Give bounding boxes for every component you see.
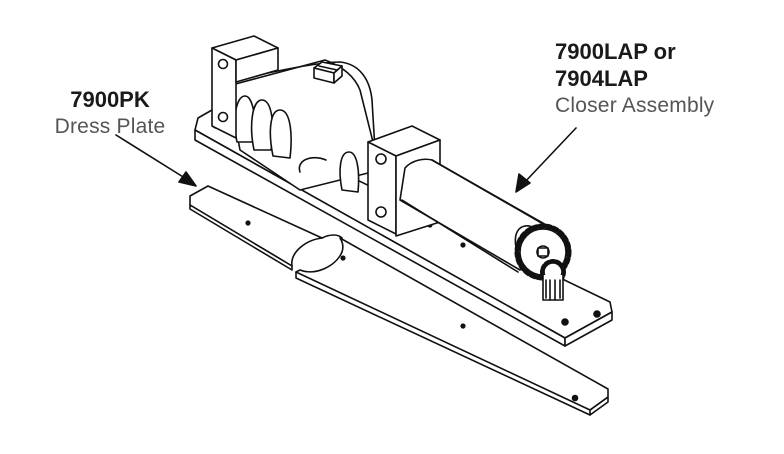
leader-arrows [115,127,577,193]
dress-plate-description: Dress Plate [54,115,166,138]
closer-left-block [211,35,279,139]
dress-plate-label: 7900PK Dress Plate [40,86,180,140]
pinion-gear [540,259,566,301]
dress-plate [189,185,609,416]
closer-leader [522,127,577,185]
dress-plate-leader [115,134,189,181]
closer-description: Closer Assembly [555,94,715,117]
closer-part-number-line2: 7904LAP [555,66,648,91]
closer-arrowhead [515,173,531,193]
closer-assembly-label: 7900LAP or 7904LAP Closer Assembly [555,38,775,119]
dress-plate-arrowhead [178,171,197,187]
closer-body [227,59,381,193]
dress-plate-part-number: 7900PK [70,87,150,112]
closer-part-number-line1: 7900LAP or [555,39,676,64]
